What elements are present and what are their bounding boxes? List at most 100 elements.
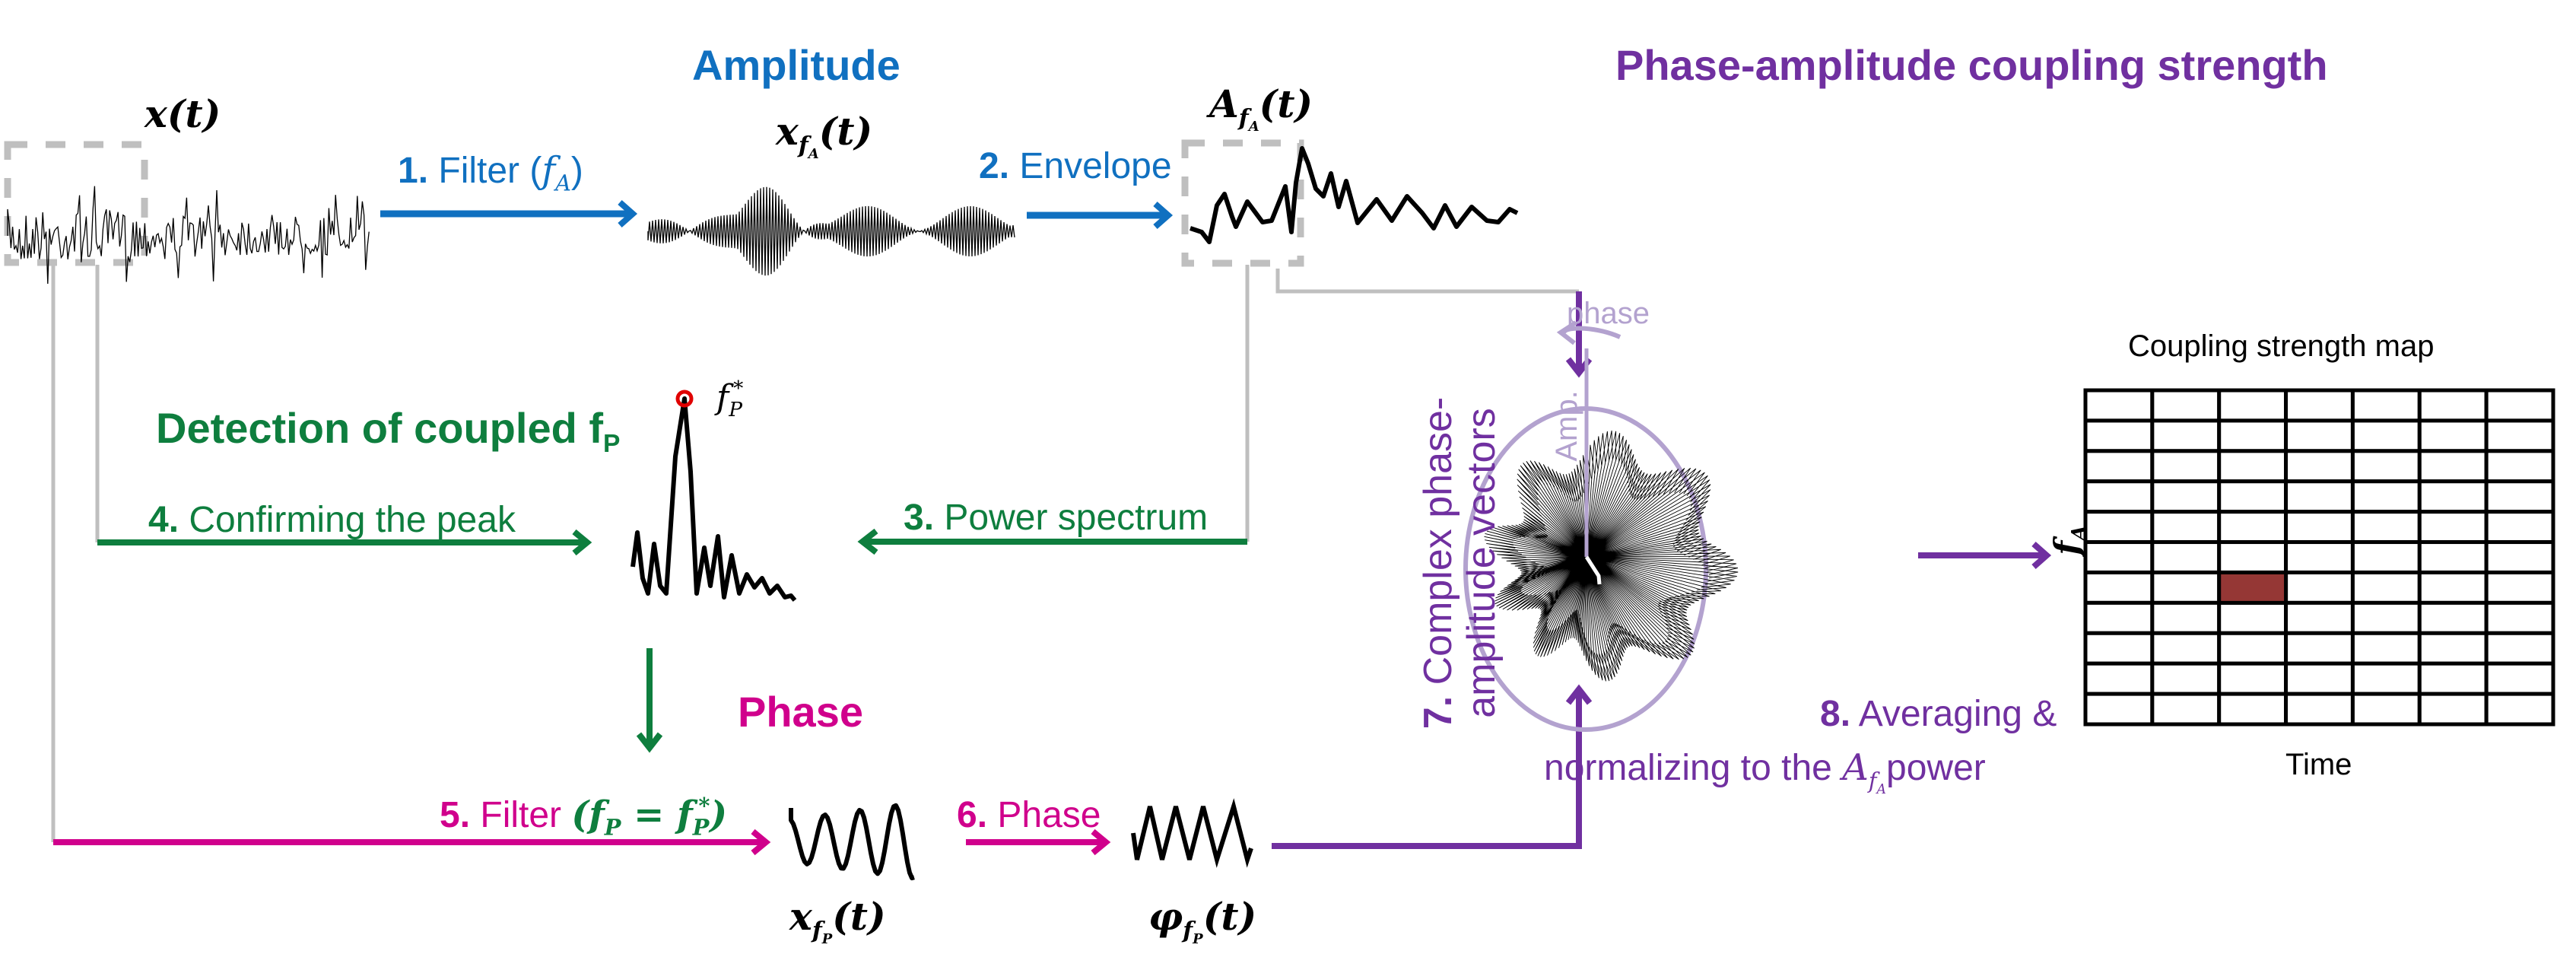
raw-signal-path [7, 186, 370, 285]
raw-window-box [4, 141, 148, 266]
map-cell [2484, 479, 2555, 514]
coupling-strength-map [2083, 388, 2555, 727]
map-cell [2284, 388, 2355, 423]
map-cell [2417, 510, 2489, 545]
amp-filtered-signal-label: xfA(t) [776, 109, 873, 162]
map-cell [2350, 418, 2422, 453]
amp-filtered-signal-trace [647, 186, 1015, 276]
map-cell [2350, 570, 2422, 605]
phase-direction-arrow-head [1556, 320, 1577, 345]
map-cell [2217, 661, 2289, 696]
map-cell [2284, 540, 2355, 574]
map-ylabel: fA [2047, 525, 2092, 555]
step7-label: 7. Complex phase- amplitude vectors [1415, 396, 1504, 730]
peak-marker-icon [675, 390, 694, 408]
phase-title: Phase [738, 688, 863, 736]
map-cell [2083, 479, 2155, 514]
step8-label-line1: 8. Averaging & [1820, 694, 2057, 734]
map-cell [2284, 661, 2355, 696]
map-cell [2350, 692, 2422, 727]
peak-marker-label: fP* [716, 377, 744, 421]
map-cell [2150, 600, 2222, 635]
map-cell [2350, 631, 2422, 666]
map-cell [2083, 449, 2155, 484]
map-cell [2083, 570, 2155, 605]
coupling-title: Phase-amplitude coupling strength [1615, 41, 2328, 89]
map-cell [2083, 388, 2155, 423]
map-cell-highlighted [2217, 570, 2289, 605]
map-cell [2417, 540, 2489, 574]
map-cell [2484, 388, 2555, 423]
amplitude-title: Amplitude [692, 41, 900, 89]
step1-label: 1. Filter (fA) [398, 149, 583, 196]
map-cell [2150, 510, 2222, 545]
map-cell [2217, 600, 2289, 635]
envelope-signal-label: AfA(t) [1209, 81, 1313, 135]
map-cell [2217, 540, 2289, 574]
map-cell [2417, 600, 2489, 635]
map-cell [2150, 388, 2222, 423]
raw-signal-trace [7, 186, 370, 285]
mean-vector-arrow [1584, 555, 1602, 585]
envelope-window-box [1181, 139, 1304, 267]
map-cell [2083, 600, 2155, 635]
arrow-step1-head [618, 200, 638, 227]
map-cell [2417, 418, 2489, 453]
step2-label: 2. Envelope [979, 146, 1172, 186]
map-cell [2417, 388, 2489, 423]
map-cell [2417, 479, 2489, 514]
map-cell [2150, 540, 2222, 574]
map-cell [2350, 479, 2422, 514]
arrow-step5-head [751, 828, 771, 856]
connector-env-to-polar [1275, 269, 1579, 294]
map-cell [2350, 600, 2422, 635]
arrow-step2-head [1153, 202, 1174, 229]
map-cell [2484, 510, 2555, 545]
vector-fan [1484, 430, 1739, 682]
map-cell [2484, 570, 2555, 605]
map-cell [2484, 631, 2555, 666]
phase-direction-label: phase [1567, 297, 1650, 330]
map-cell [2284, 418, 2355, 453]
map-cell [2083, 692, 2155, 727]
map-xlabel: Time [2285, 748, 2352, 781]
arrow-step6-head [1091, 828, 1111, 856]
phase-filtered-signal-label: xfP(t) [789, 894, 886, 947]
map-cell [2284, 449, 2355, 484]
map-cell [2150, 631, 2222, 666]
detection-title-sub: P [603, 430, 621, 459]
map-cell [2083, 418, 2155, 453]
phase-signal-label: φfP(t) [1148, 894, 1257, 947]
map-cell [2083, 510, 2155, 545]
map-cell [2150, 661, 2222, 696]
map-cell [2284, 510, 2355, 545]
map-cell [2150, 418, 2222, 453]
map-cell [2350, 661, 2422, 696]
raw-signal-label: x(t) [145, 91, 221, 136]
map-cell [2417, 570, 2489, 605]
arrow-step3-head [857, 528, 878, 555]
amp-axis-label: Amp. [1550, 390, 1583, 462]
map-cell [2350, 449, 2422, 484]
map-cell [2083, 631, 2155, 666]
map-title: Coupling strength map [2128, 329, 2435, 363]
map-cell [2284, 479, 2355, 514]
arrow-polar-to-map-head [2031, 542, 2052, 569]
map-cell [2484, 692, 2555, 727]
map-cell [2417, 449, 2489, 484]
arrow-spectrum-to-phase-head [636, 732, 663, 753]
map-cell [2217, 692, 2289, 727]
map-cell [2083, 661, 2155, 696]
phase-amplitude-vectors [1484, 430, 1739, 682]
map-cell [2484, 661, 2555, 696]
map-cell [2417, 692, 2489, 727]
map-cell [2217, 418, 2289, 453]
step6-label: 6. Phase [957, 795, 1101, 835]
map-cell [2484, 600, 2555, 635]
map-cell [2417, 661, 2489, 696]
map-cell [2417, 631, 2489, 666]
map-cell [2083, 540, 2155, 574]
phase-sawtooth-trace [1131, 798, 1253, 868]
map-cell [2484, 449, 2555, 484]
